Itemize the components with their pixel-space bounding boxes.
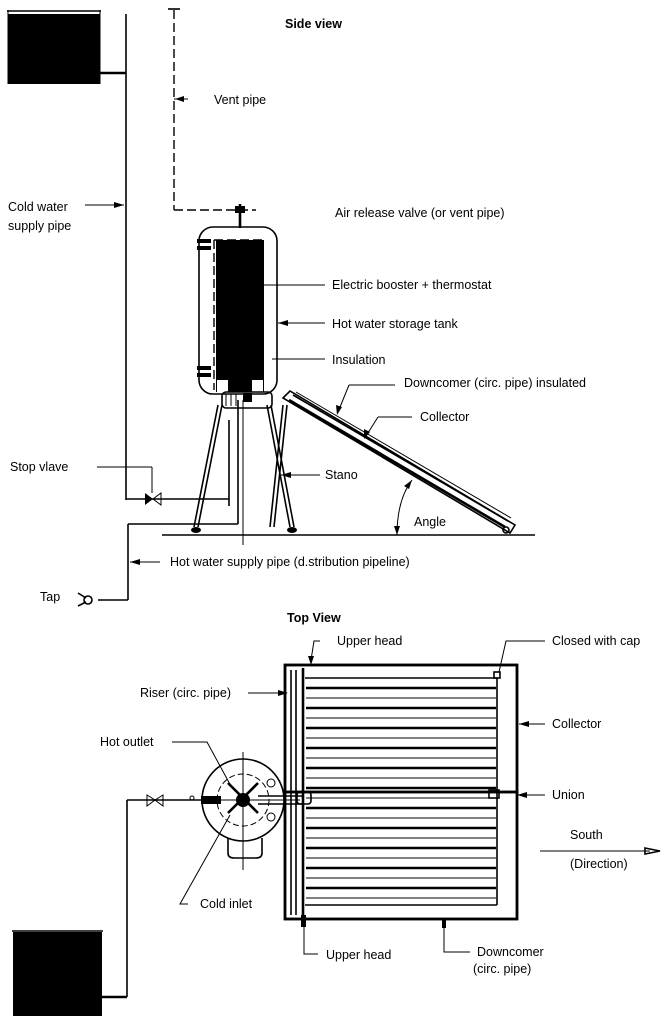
stop-valve-icon (97, 466, 162, 506)
closed-with-cap-pointer (493, 640, 545, 679)
tank-pointers (264, 284, 325, 360)
downcomer-bottom-label-2: (circ. pipe) (473, 962, 532, 976)
cold-inlet-pointer (179, 814, 231, 905)
south-label: South (570, 828, 603, 842)
cold-inlet-label: Cold inlet (200, 897, 253, 911)
upper-head-top-pointer (308, 640, 320, 665)
electric-booster-label: Electric booster + thermostat (332, 278, 492, 292)
collector-fins (306, 686, 496, 899)
stand-label: Stano (325, 468, 358, 482)
upper-head-top-label: Upper head (337, 634, 403, 648)
top-view-title: Top View (287, 611, 341, 625)
stop-valve-label: Stop vlave (10, 460, 69, 474)
tap-label: Tap (40, 590, 61, 604)
union-label: Union (552, 788, 585, 802)
hot-water-tank-label: Hot water storage tank (332, 317, 458, 331)
collector-side (281, 389, 517, 535)
upper-head-bottom-pointer (301, 915, 318, 955)
cold-water-label-2: supply pipe (8, 219, 72, 233)
collector-pointer (364, 416, 412, 439)
angle-label: Angle (414, 515, 446, 529)
vent-pipe-label: Vent pipe (214, 93, 267, 107)
riser-label: Riser (circ. pipe) (140, 686, 231, 700)
hot-outlet-pointer (172, 741, 233, 789)
cold-water-tank-bottom (12, 930, 103, 1016)
hot-water-supply-label: Hot water supply pipe (d.stribution pipe… (170, 555, 410, 569)
downcomer-insulated-label: Downcomer (circ. pipe) insulated (404, 376, 587, 390)
closed-with-cap-label: Closed with cap (552, 634, 641, 648)
hot-water-storage-tank (197, 226, 278, 409)
collector-top-label: Collector (552, 717, 602, 731)
upper-head-bottom-label: Upper head (326, 948, 392, 962)
collector-top-frame (283, 663, 519, 921)
union-pointer (488, 789, 545, 799)
hot-outlet-label: Hot outlet (100, 735, 154, 749)
cold-water-supply-pipe (100, 14, 230, 506)
south-direction-arrow (540, 847, 661, 855)
collector-side-label: Collector (420, 410, 470, 424)
downcomer-pointer (336, 384, 395, 415)
direction-label: (Direction) (570, 857, 628, 871)
tank-top-view (198, 752, 312, 870)
air-release-valve (235, 204, 245, 228)
angle-arc (394, 479, 413, 536)
side-view-title: Side view (285, 17, 342, 31)
downcomer-bottom-label-1: Downcomer (477, 945, 544, 959)
cold-water-label-1: Cold water (8, 200, 68, 214)
vent-pipe (168, 8, 256, 211)
downcomer-bottom-pointer (442, 918, 470, 953)
collector-top-pointer (519, 721, 545, 727)
tank-stand (191, 404, 320, 533)
cold-water-tank-top (7, 10, 101, 84)
air-release-valve-label: Air release valve (or vent pipe) (335, 206, 505, 220)
tap-icon (77, 592, 93, 607)
hot-water-supply-pipe (98, 400, 244, 601)
insulation-label: Insulation (332, 353, 386, 367)
cold-supply-pipe-top (102, 794, 201, 999)
cold-water-pointer (85, 202, 124, 208)
